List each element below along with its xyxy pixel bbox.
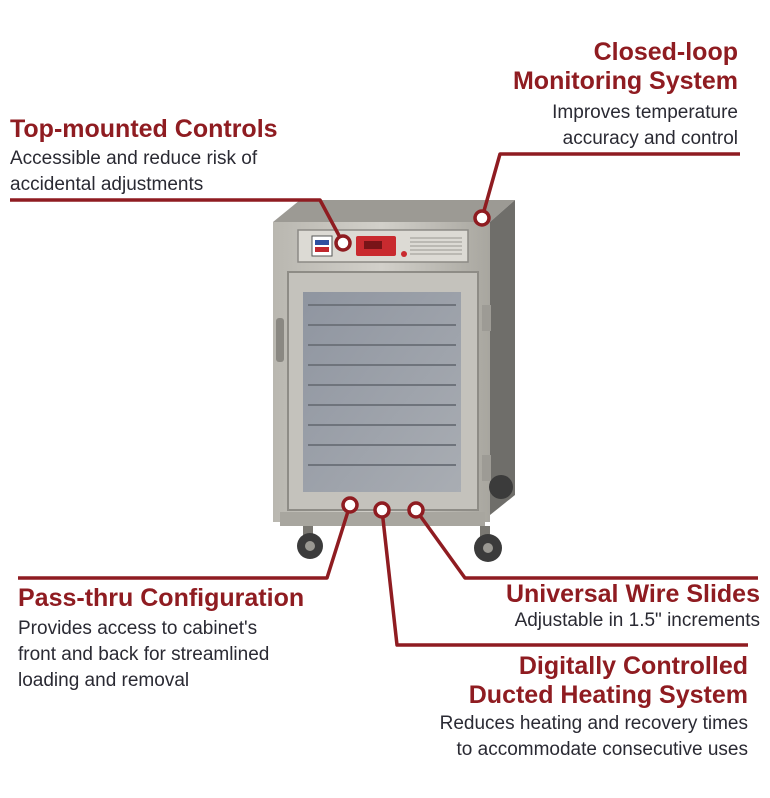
leader-top-controls [10, 198, 345, 244]
logo-plate [311, 235, 333, 257]
closed-loop-description: Improves temperature accuracy and contro… [552, 100, 738, 152]
wire-slides-title: Universal Wire Slides [505, 580, 760, 608]
pass-thru-title: Pass-thru Configuration [18, 584, 305, 612]
top-controls-desc-line2: accidental adjustments [10, 174, 204, 195]
pass-thru-desc-line1: Provides access to cabinet's [18, 618, 258, 639]
door-glass [303, 292, 461, 492]
pass-thru-description: Provides access to cabinet's front and b… [18, 616, 269, 694]
door-handle [276, 318, 284, 362]
heating-title-line2: Ducted Heating System [468, 681, 748, 709]
leader-pass-thru [18, 504, 352, 580]
cabinet-top [273, 200, 515, 222]
pass-thru-desc-line3: loading and removal [18, 670, 190, 691]
top-controls-description: Accessible and reduce risk of accidental… [10, 146, 257, 198]
casters [297, 475, 513, 562]
heating-desc-line1: Reduces heating and recovery times [439, 713, 748, 734]
closed-loop-title: Closed-loop Monitoring System [513, 38, 738, 96]
pass-thru-desc-line2: front and back for streamlined [18, 644, 270, 665]
closed-loop-desc-line2: accuracy and control [562, 128, 738, 149]
leader-heating [380, 509, 748, 647]
top-controls-desc-line1: Accessible and reduce risk of [10, 148, 258, 169]
cabinet-side [490, 200, 515, 515]
marker-dots [334, 209, 491, 519]
leader-lines [10, 152, 758, 647]
closed-loop-desc-line1: Improves temperature [552, 102, 738, 123]
heating-title-line1: Digitally Controlled [518, 652, 748, 680]
closed-loop-title-line1: Closed-loop [593, 38, 738, 66]
heating-title: Digitally Controlled Ducted Heating Syst… [469, 652, 748, 710]
closed-loop-title-line2: Monitoring System [512, 67, 738, 95]
heating-desc-line2: to accommodate consecutive uses [456, 739, 749, 760]
leader-wire-slides [414, 508, 758, 580]
wire-slides-description: Adjustable in 1.5" increments [514, 610, 760, 631]
heating-description: Reduces heating and recovery times to ac… [440, 711, 748, 763]
leader-closed-loop [480, 152, 740, 219]
top-controls-title: Top-mounted Controls [10, 115, 278, 143]
